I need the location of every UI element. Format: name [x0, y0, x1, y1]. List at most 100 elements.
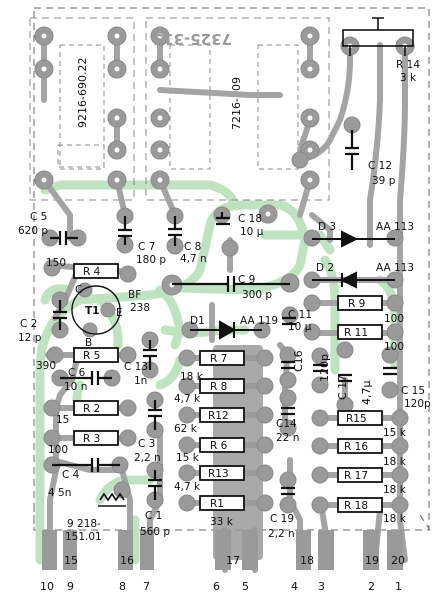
component-label: C 11 [288, 309, 312, 321]
resistor-label: R 11 [344, 327, 368, 339]
pin-label: 9 [67, 580, 74, 593]
relay-1-part-number: 9216-690.22 [76, 58, 89, 128]
component-label: R 14 [396, 59, 420, 71]
component-label: D1 [190, 315, 205, 327]
pin-label: 4 [291, 580, 298, 593]
component-label: 238 [130, 302, 150, 314]
component-label: AA 113 [376, 262, 414, 274]
coil-9218 [98, 492, 126, 507]
pin-label: 10 [40, 580, 54, 593]
resistor-label: R 5 [83, 350, 100, 362]
resistor-bodies [73, 263, 383, 513]
component-label: D 2 [316, 262, 334, 274]
pin-label: 8 [119, 580, 126, 593]
component-label: 12 p [18, 332, 42, 344]
resistor-labels: R 4 R 5 R 2 R 3 R 7 R 8 R12 R 6 R13 R1 R… [83, 266, 368, 512]
component-label: 4 5n [48, 487, 71, 499]
component-label: 300 p [242, 289, 272, 301]
pin-label: 7 [143, 580, 150, 593]
resistor-label: R 18 [344, 500, 368, 512]
resistor-label: R 2 [83, 403, 100, 415]
diode-symbols [190, 230, 395, 340]
component-label: C 15 [401, 385, 425, 397]
component-label: 18 k [383, 484, 407, 496]
component-label: 1n [134, 375, 147, 387]
component-label: 4,7 n [180, 253, 207, 265]
component-label: 180 p [136, 254, 166, 266]
pin-label: 2 [368, 580, 375, 593]
connector-pin-labels: 10 15 9 16 8 7 17 6 5 18 4 3 19 2 20 1 [40, 554, 405, 593]
component-label: C 7 [138, 241, 155, 253]
component-label: C 2 [20, 318, 37, 330]
component-label: 15 k [383, 427, 407, 439]
component-label: 560 p [140, 526, 170, 538]
component-label: BF [128, 289, 141, 301]
component-label: 100 [384, 313, 404, 325]
component-label: 120p [404, 398, 431, 410]
component-label: 390 [36, 360, 56, 372]
capacitor-symbols [50, 130, 397, 500]
component-label: C 6 [68, 367, 86, 379]
relay-1: 9216-690.22 [29, 17, 135, 201]
component-label: C 19 [270, 513, 294, 525]
component-label: 10 n [64, 381, 87, 393]
component-label: 18 k [180, 371, 204, 383]
component-label: 18 k [383, 513, 407, 525]
component-label: C [75, 284, 82, 296]
component-labels: R 14 3 k C 12 39 p C 5 620 p C 7 180 p C… [18, 59, 431, 543]
resistor-label: R 9 [348, 298, 365, 310]
component-label: 4,7 k [174, 393, 201, 405]
component-label: 18 k [383, 456, 407, 468]
pin-label: 17 [226, 554, 240, 567]
component-label: 2,2 n [268, 528, 295, 540]
component-label: B [85, 337, 92, 349]
pin-label: 5 [242, 580, 249, 593]
component-label: 151.01 [65, 531, 102, 543]
component-label: C 17 [336, 375, 349, 400]
transistor-t1 [71, 285, 121, 335]
resistor-label: R1 [210, 498, 224, 510]
component-label: 33 k [210, 516, 234, 528]
resistor-label: R 7 [210, 353, 227, 365]
component-label: C 13 [124, 361, 148, 373]
component-label: E [116, 307, 123, 319]
component-label: C 4 [62, 469, 80, 481]
resistor-label: R12 [208, 410, 229, 422]
board-outline-bottom [33, 505, 431, 531]
component-label: 620 p [18, 225, 48, 237]
resistor-label: R 4 [83, 266, 101, 278]
component-label: 9 218- [67, 518, 101, 530]
resistor-label: R 3 [83, 433, 100, 445]
component-label: AA 119 [240, 315, 278, 327]
component-label: 39 p [372, 175, 396, 187]
component-label: 3 k [400, 72, 417, 84]
component-label: C 12 [368, 160, 392, 172]
component-label: C 9 [238, 274, 255, 286]
component-label: D 3 [318, 221, 336, 233]
relay-2: 7216-209 [145, 17, 330, 201]
component-label: C 18 [238, 213, 262, 225]
component-label: 100 [384, 341, 404, 353]
component-label: 15 k [176, 452, 200, 464]
component-label: T1 [85, 305, 99, 317]
component-label: C14 [276, 418, 297, 430]
pin-label: 16 [120, 554, 134, 567]
pin-label: 18 [300, 554, 314, 567]
component-label: C 1 [145, 510, 162, 522]
board-id: 7325-315 [153, 30, 232, 48]
component-label: 15 [56, 414, 69, 426]
component-label: 150 [46, 257, 66, 269]
component-label: AA 113 [376, 221, 414, 233]
component-label: 22 n [276, 432, 299, 444]
pin-label: 20 [391, 554, 405, 567]
component-label: 100 [48, 444, 68, 456]
component-label: C16 [292, 350, 305, 372]
pin-label: 6 [213, 580, 220, 593]
resistor-label: R15 [346, 413, 367, 425]
resistor-label: R 16 [344, 441, 368, 453]
r14-potentiometer [342, 17, 414, 56]
component-label: 2,2 n [134, 452, 161, 464]
component-label: 10 µ [240, 226, 264, 238]
component-label: C 5 [30, 211, 47, 223]
